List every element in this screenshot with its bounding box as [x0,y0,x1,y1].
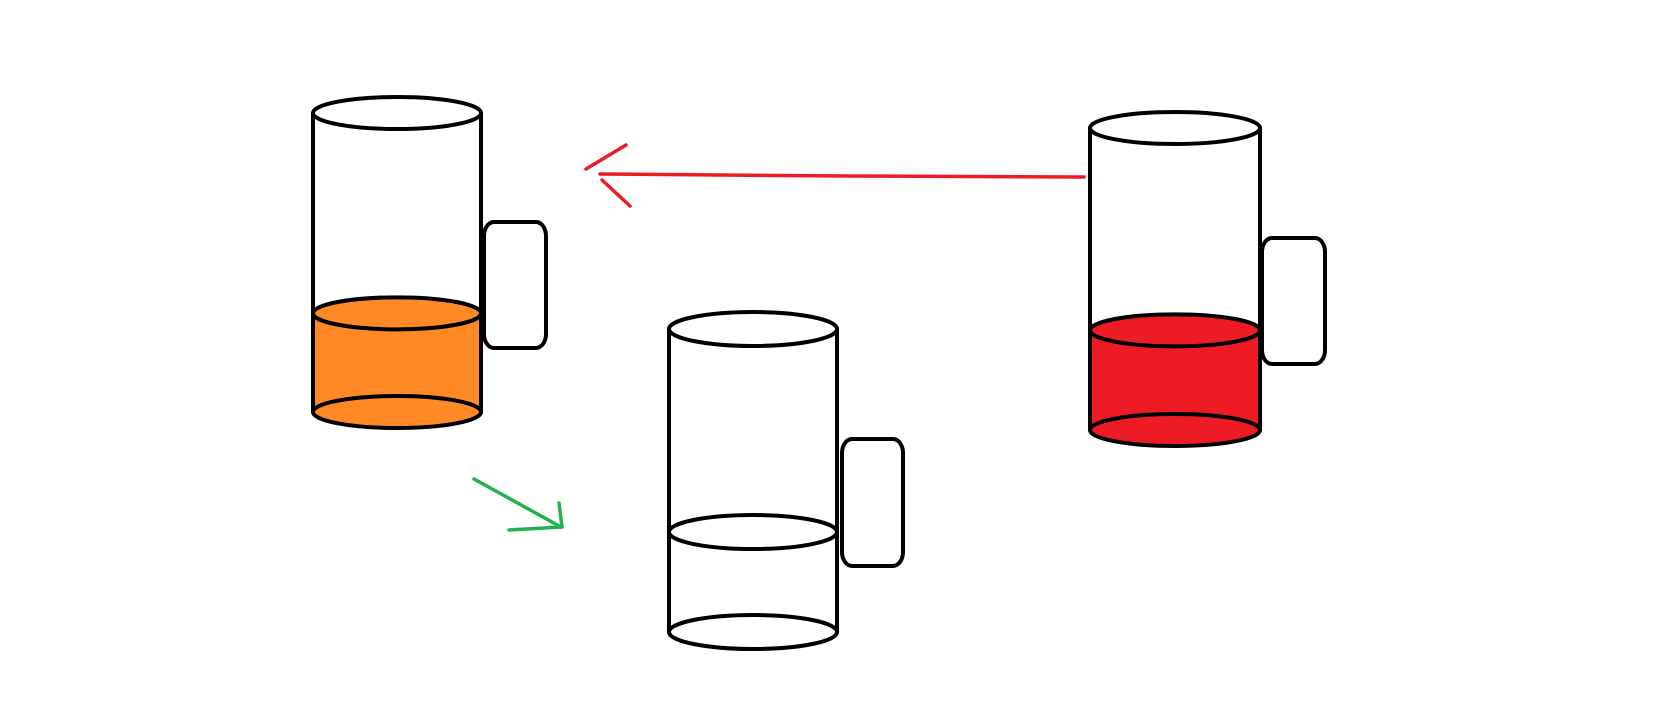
cup-handle [840,437,905,568]
arrow-shaft [472,477,563,529]
arrowhead-stroke [557,501,564,529]
arrowhead-stroke [600,178,632,208]
arrow-green [472,477,564,532]
cup-handle [1260,236,1327,366]
cup-rim [311,95,483,131]
liquid-surface [311,295,483,332]
cup-rim [667,310,839,348]
arrow-shaft [598,172,1086,179]
arrow-red [584,143,1086,208]
cup-bottom-ellipse [667,613,839,651]
cup-right [1088,110,1327,448]
liquid-surface [1088,312,1262,349]
cup-handle [482,220,548,350]
cup-bottom-ellipse [1088,412,1262,448]
cup-bottom-ellipse [311,394,483,430]
cup-center [667,310,905,651]
cup-rim [1088,110,1262,146]
arrowhead-stroke [584,143,628,171]
arrowhead-stroke [507,525,564,532]
cup-left [311,95,548,430]
liquid-surface [667,513,839,552]
